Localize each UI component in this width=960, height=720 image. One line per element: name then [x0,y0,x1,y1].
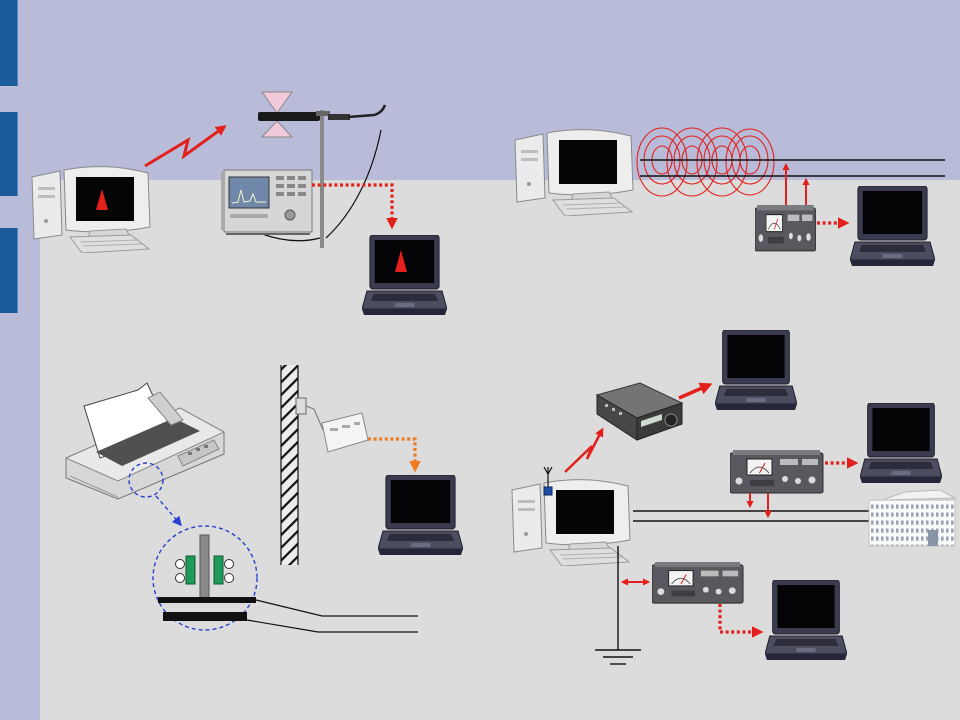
desktop-computer-icon [31,166,151,253]
dot-matrix-printer-icon [64,382,226,500]
receiver-to-laptop-link [718,604,764,638]
spectrum-analyzer-icon [221,169,313,235]
laptop-computer-icon [765,580,847,661]
induction-channel-group [514,127,945,267]
zoom-source-highlight [128,462,164,498]
printer-channel-group [64,382,418,633]
desktop-computer-icon [511,479,631,566]
sensor-amplifier-icon [321,412,369,453]
laptop-computer-icon [860,403,942,484]
measuring-receiver-icon [730,450,824,494]
laptop-computer-icon [715,330,797,411]
transmitter-antenna-icon [543,466,553,496]
wall-channel-group [280,365,463,565]
measuring-receiver-icon [652,562,744,604]
radio-receiver-icon [595,382,684,441]
laptop-computer-icon [362,235,447,316]
zoom-arrow [155,495,182,527]
ground-symbol-icon [595,649,641,665]
accent-bar-3 [0,228,18,313]
biconical-antenna-icon [258,91,387,248]
conducted-channel-group [511,330,957,665]
wall-sensor-icon [295,397,307,415]
laptop-computer-icon [850,186,935,267]
accent-bar-1 [0,0,18,86]
radiation-channel-group [31,91,447,316]
signal-marker-icon [395,250,407,272]
lightning-signal-icon [144,125,227,168]
analyzer-cable [261,233,321,242]
wall-section [281,365,298,565]
relay-lead-2 [246,619,418,633]
zoom-detail-circle [152,525,258,631]
radio-to-laptop-link [678,382,713,400]
sensor-cable [305,405,324,431]
sensor-to-laptop-link [368,437,421,473]
signal-marker-icon [96,189,108,210]
relay-lead-1 [255,599,418,617]
desktop-computer-icon [514,129,634,216]
measuring-receiver-icon [755,205,817,252]
analyzer-to-laptop-link [312,183,398,230]
electromagnetic-field-icon [636,127,775,197]
relay-closeup-icon [158,534,256,621]
antenna-cable [325,129,382,239]
laptop-computer-icon [378,475,463,556]
accent-bar-2 [0,112,18,196]
lightning-signal-icon [564,427,604,473]
building-icon [868,489,957,547]
